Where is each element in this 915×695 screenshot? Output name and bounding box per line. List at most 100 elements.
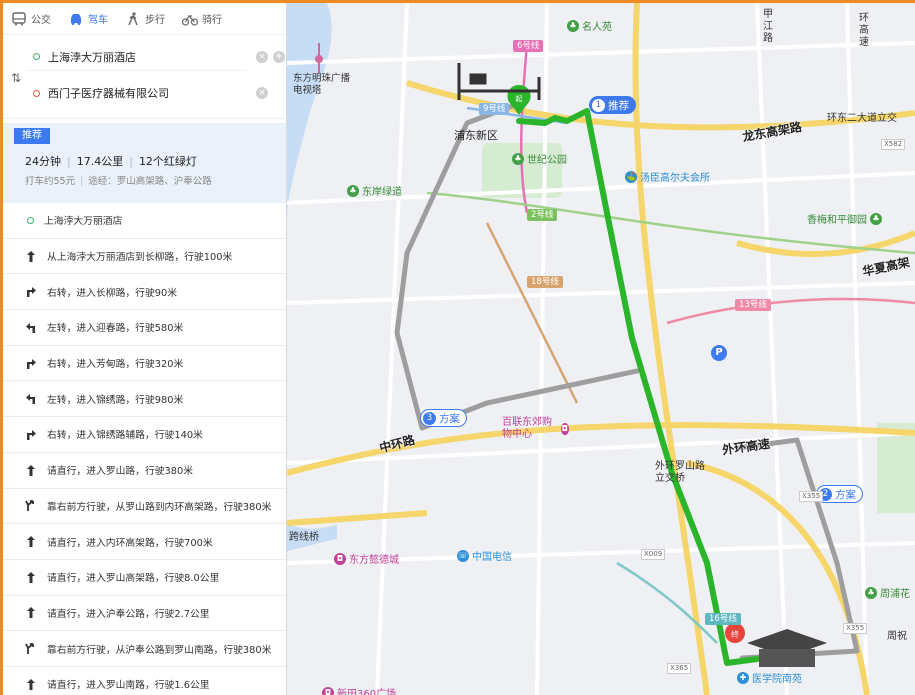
traffic-lights: 12个红绿灯 <box>138 155 197 168</box>
alt-routes <box>394 102 860 661</box>
step-text: 靠右前方行驶，从沪奉公路到罗山南路，行驶380米 <box>47 644 272 656</box>
shopping-icon: ◘ <box>322 686 334 695</box>
step-text: 左转，进入迎春路，行驶580米 <box>47 323 184 335</box>
list-item[interactable]: 左转，进入锦绣路，行驶980米 <box>3 381 286 418</box>
start-dot-icon <box>27 216 34 224</box>
swap-icon[interactable]: ⇅ <box>11 71 22 85</box>
parking-icon[interactable]: P <box>711 345 727 361</box>
highway-code: X355 <box>843 623 868 634</box>
road-label: 甲江路 <box>763 9 773 44</box>
school-icon: ✚ <box>737 671 749 684</box>
origin-dot-icon <box>33 53 40 60</box>
metro-badge: 16号线 <box>705 613 741 625</box>
left-turn-icon <box>25 321 37 334</box>
metro-badge: 2号线 <box>527 209 558 221</box>
telecom-icon: ☏ <box>457 549 469 562</box>
tab-label: 骑行 <box>202 15 222 26</box>
poi-item[interactable]: 香梅和平御园♣ <box>807 211 885 226</box>
poi-item[interactable]: ♣东岸绿道 <box>347 183 402 198</box>
road-label: 环高速 <box>859 13 869 48</box>
list-item[interactable]: 右转，进入锦绣路辅路，行驶140米 <box>3 417 286 453</box>
clear-origin-icon[interactable]: × <box>256 51 268 63</box>
poi-item[interactable]: ✚医学院南苑 <box>737 670 802 685</box>
origin-field[interactable]: 上海浡大万丽酒店 <box>27 43 247 71</box>
tab-bus[interactable]: 公交 <box>11 11 51 26</box>
destination-field[interactable]: 西门子医疗器械有限公司 <box>27 79 247 107</box>
poi-item[interactable]: ☏中国电信 <box>457 549 512 563</box>
tab-walk[interactable]: 步行 <box>125 11 165 26</box>
straight-arrow-icon <box>25 606 37 619</box>
recommended-route[interactable] <box>516 108 760 666</box>
list-item[interactable]: 右转，进入长柳路，行驶90米 <box>3 274 286 311</box>
park-icon: ♣ <box>865 586 877 599</box>
river-shape <box>287 523 337 551</box>
list-item[interactable]: 请直行，进入罗山高架路，行驶8.0公里 <box>3 560 286 596</box>
metro-badge: 9号线 <box>479 103 510 115</box>
poi-item[interactable]: 百联东郊购物中心◘ <box>502 417 569 440</box>
end-pin-icon[interactable]: 终 <box>725 623 745 643</box>
highway-code: X365 <box>667 663 692 674</box>
origin-text: 上海浡大万丽酒店 <box>48 50 136 64</box>
straight-arrow-icon <box>25 464 37 477</box>
park-icon: ♣ <box>512 152 524 165</box>
distance: 17.4公里 <box>76 155 124 168</box>
step-text: 右转，进入长柳路，行驶90米 <box>47 287 178 299</box>
park-icon: ♣ <box>870 212 882 225</box>
list-item[interactable]: 靠右前方行驶，从沪奉公路到罗山南路，行驶380米 <box>3 631 286 667</box>
step-text: 右转，进入锦绣路辅路，行驶140米 <box>47 430 203 442</box>
destination-dot-icon <box>33 89 40 97</box>
list-item[interactable]: 上海浡大万丽酒店 <box>3 203 286 239</box>
bus-icon <box>12 11 26 25</box>
list-item[interactable]: 请直行，进入罗山南路，行驶1.6公里 <box>3 667 286 695</box>
destination-text: 西门子医疗器械有限公司 <box>48 87 169 100</box>
route-stats: 24分钟|17.4公里|12个红绿灯 <box>25 155 197 168</box>
river-shape <box>287 3 332 223</box>
tab-label: 驾车 <box>88 15 108 26</box>
step-list: 上海浡大万丽酒店 从上海浡大万丽酒店到长柳路，行驶100米右转，进入长柳路，行驶… <box>3 203 286 695</box>
poi-item[interactable]: ◘新田360广场 <box>322 685 396 695</box>
area-label: 周祝 <box>887 631 907 642</box>
list-item[interactable]: 请直行，进入罗山路，行驶380米 <box>3 453 286 489</box>
poi-label: 东方明珠广播电视塔 <box>293 73 351 96</box>
tab-label: 步行 <box>145 15 165 26</box>
step-text: 从上海浡大万丽酒店到长柳路，行驶100米 <box>47 252 233 264</box>
poi-item[interactable]: ◘东方懿德城 <box>334 551 399 566</box>
list-item[interactable]: 右转，进入芳甸路，行驶320米 <box>3 346 286 382</box>
clear-destination-icon[interactable]: × <box>256 87 268 99</box>
left-turn-icon <box>25 392 37 405</box>
route-summary[interactable]: 推荐 24分钟|17.4公里|12个红绿灯 打车约55元|途经：罗山高架路、沪奉… <box>3 123 286 203</box>
fork-right-icon <box>25 642 37 655</box>
poi-item[interactable]: ⛳汤臣高尔夫会所 <box>625 170 710 184</box>
list-item[interactable]: 请直行，进入沪奉公路，行驶2.7公里 <box>3 596 286 632</box>
step-text: 请直行，进入罗山南路，行驶1.6公里 <box>47 680 210 692</box>
list-item[interactable]: 靠右前方行驶，从罗山路到内环高架路，行驶380米 <box>3 489 286 525</box>
step-text: 左转，进入锦绣路，行驶980米 <box>47 394 184 406</box>
poi-item[interactable]: ♣周浦花 <box>865 585 910 600</box>
step-text: 请直行，进入内环高架路，行驶700米 <box>47 537 213 549</box>
park-icon: ♣ <box>567 19 579 32</box>
graduation-cap-icon <box>747 629 827 667</box>
step-text: 上海浡大万丽酒店 <box>44 216 123 228</box>
poi-item[interactable]: ♣名人苑 <box>567 18 612 33</box>
straight-arrow-icon <box>25 535 37 548</box>
list-item[interactable]: 从上海浡大万丽酒店到长柳路，行驶100米 <box>3 239 286 275</box>
add-stop-icon[interactable]: + <box>273 51 285 63</box>
right-turn-icon <box>25 285 37 298</box>
car-icon <box>71 13 81 25</box>
bike-icon <box>182 14 198 26</box>
list-item[interactable]: 左转，进入迎春路，行驶580米 <box>3 310 286 346</box>
area-label: 浦东新区 <box>454 129 498 142</box>
travel-mode-tabs: 公交 驾车 步行 骑行 <box>3 3 286 35</box>
poi-item[interactable]: ♣世纪公园 <box>512 151 567 166</box>
hotel-bed-icon <box>457 63 541 100</box>
tab-bike[interactable]: 骑行 <box>182 11 222 26</box>
road-label: 跨线桥 <box>289 532 319 543</box>
tab-car[interactable]: 驾车 <box>68 11 108 26</box>
route-panel: 公交 驾车 步行 骑行 ⇅ 上海浡大万丽酒店 西门子医疗器械有限公司 × × +… <box>3 3 287 695</box>
list-item[interactable]: 请直行，进入内环高架路，行驶700米 <box>3 524 286 560</box>
